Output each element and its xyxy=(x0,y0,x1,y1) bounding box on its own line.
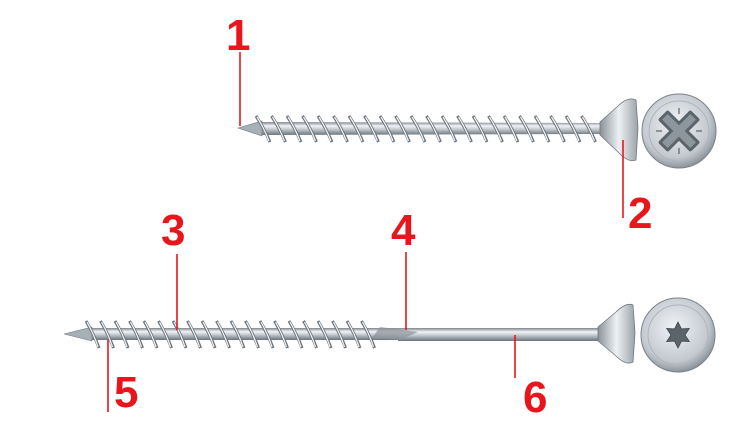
thread-highlight xyxy=(144,321,157,348)
thread-highlight xyxy=(395,116,410,142)
thread-highlight xyxy=(519,116,534,142)
thread-highlight xyxy=(361,321,375,348)
screw-top-tip xyxy=(236,120,263,137)
thread-highlight xyxy=(86,321,99,348)
thread-highlight xyxy=(473,116,487,142)
screw-bottom-cutting-flute xyxy=(372,327,418,340)
thread-highlight xyxy=(260,321,273,348)
thread-highlight xyxy=(287,116,301,142)
screw-bottom-tip xyxy=(63,326,93,342)
callout-number-2: 2 xyxy=(628,189,652,238)
thread-highlight xyxy=(535,116,549,142)
screw-bottom-threads xyxy=(84,320,376,349)
thread-highlight xyxy=(202,321,215,348)
thread-highlight xyxy=(271,116,286,142)
thread-highlight xyxy=(115,321,128,348)
thread-highlight xyxy=(504,116,518,142)
thread-highlight xyxy=(129,321,143,348)
thread-highlight xyxy=(550,116,565,142)
torx-star-icon xyxy=(640,297,716,373)
thread-highlight xyxy=(289,321,302,348)
thread-highlight xyxy=(274,321,288,348)
thread-highlight xyxy=(216,321,230,348)
thread-highlight xyxy=(442,116,456,142)
thread-highlight xyxy=(488,116,503,142)
thread-highlight xyxy=(303,321,317,348)
screw-bottom-head xyxy=(597,303,636,364)
thread-highlight xyxy=(347,321,360,348)
thread-highlight xyxy=(426,116,441,142)
thread-highlight xyxy=(566,116,580,142)
screw-top-head xyxy=(599,98,639,162)
thread-highlight xyxy=(411,116,425,142)
screw-top-threads xyxy=(254,115,597,143)
screw-top-shank xyxy=(247,122,600,135)
screw-bottom xyxy=(63,297,716,373)
callout-number-1: 1 xyxy=(226,11,250,60)
thread-highlight xyxy=(380,116,394,142)
thread-highlight xyxy=(332,321,346,348)
thread-highlight xyxy=(302,116,317,142)
callout-number-5: 5 xyxy=(114,368,138,417)
thread-highlight xyxy=(333,116,348,142)
thread-highlight xyxy=(173,321,186,348)
callout-number-3: 3 xyxy=(161,206,185,255)
screw-top xyxy=(236,93,717,169)
thread-highlight xyxy=(318,116,332,142)
thread-highlight xyxy=(158,321,172,348)
thread-highlight xyxy=(581,116,596,142)
thread-highlight xyxy=(256,116,270,142)
pozidriv-cross-icon xyxy=(641,93,717,169)
thread-highlight xyxy=(457,116,472,142)
screw-bottom-shank-smooth xyxy=(398,328,600,341)
thread-highlight xyxy=(231,321,244,348)
leader-lines xyxy=(107,52,624,412)
thread-highlight xyxy=(318,321,331,348)
thread-highlight xyxy=(100,321,114,348)
thread-highlight xyxy=(364,116,379,142)
callout-number-6: 6 xyxy=(523,373,547,422)
thread-highlight xyxy=(349,116,363,142)
callout-number-4: 4 xyxy=(391,206,416,255)
thread-highlight xyxy=(187,321,201,348)
thread-highlight xyxy=(245,321,259,348)
